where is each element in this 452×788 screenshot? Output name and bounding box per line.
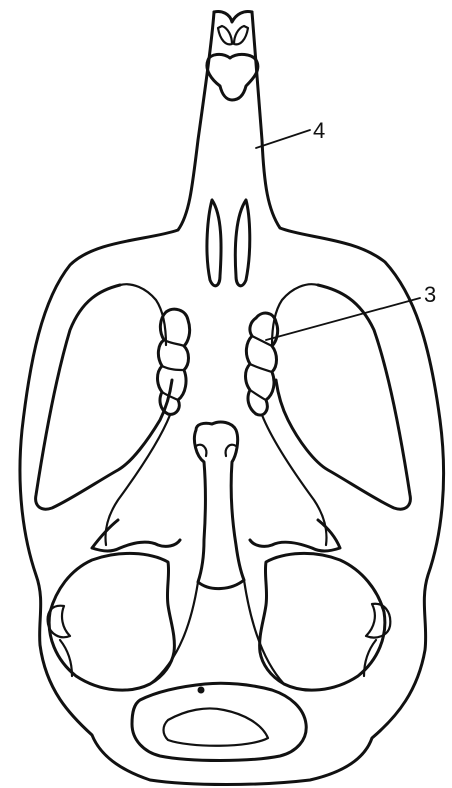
- incisive-foramen-left: [207, 200, 221, 286]
- premaxilla-shape: [207, 54, 258, 100]
- ear-canal-right: [366, 604, 390, 638]
- leader-line-4: [256, 130, 310, 148]
- snout-tip: [214, 11, 252, 22]
- auditory-bulla-left: [49, 553, 174, 690]
- molar-divider-right: [250, 336, 272, 400]
- basisphenoid: [194, 422, 244, 589]
- basioccipital-right: [244, 580, 284, 684]
- ear-canal-left: [48, 606, 70, 638]
- molar-divider-left: [162, 340, 184, 400]
- palate-left-edge: [106, 415, 171, 545]
- palate-right-edge: [262, 415, 327, 545]
- leader-line-3: [266, 298, 420, 340]
- incisive-foramen-right: [235, 200, 249, 286]
- label-3: 3: [424, 282, 436, 307]
- incisor-left: [218, 26, 232, 44]
- orbit-left-inner: [120, 284, 166, 345]
- auditory-bulla-right: [260, 553, 385, 690]
- label-4: 4: [313, 118, 325, 143]
- occipital-dot: [198, 687, 205, 694]
- foramen-magnum: [164, 708, 269, 745]
- occipital-region: [132, 683, 306, 760]
- incisor-right: [234, 26, 248, 44]
- skull-outline: [20, 12, 444, 785]
- zygomatic-arch-left: [36, 285, 172, 509]
